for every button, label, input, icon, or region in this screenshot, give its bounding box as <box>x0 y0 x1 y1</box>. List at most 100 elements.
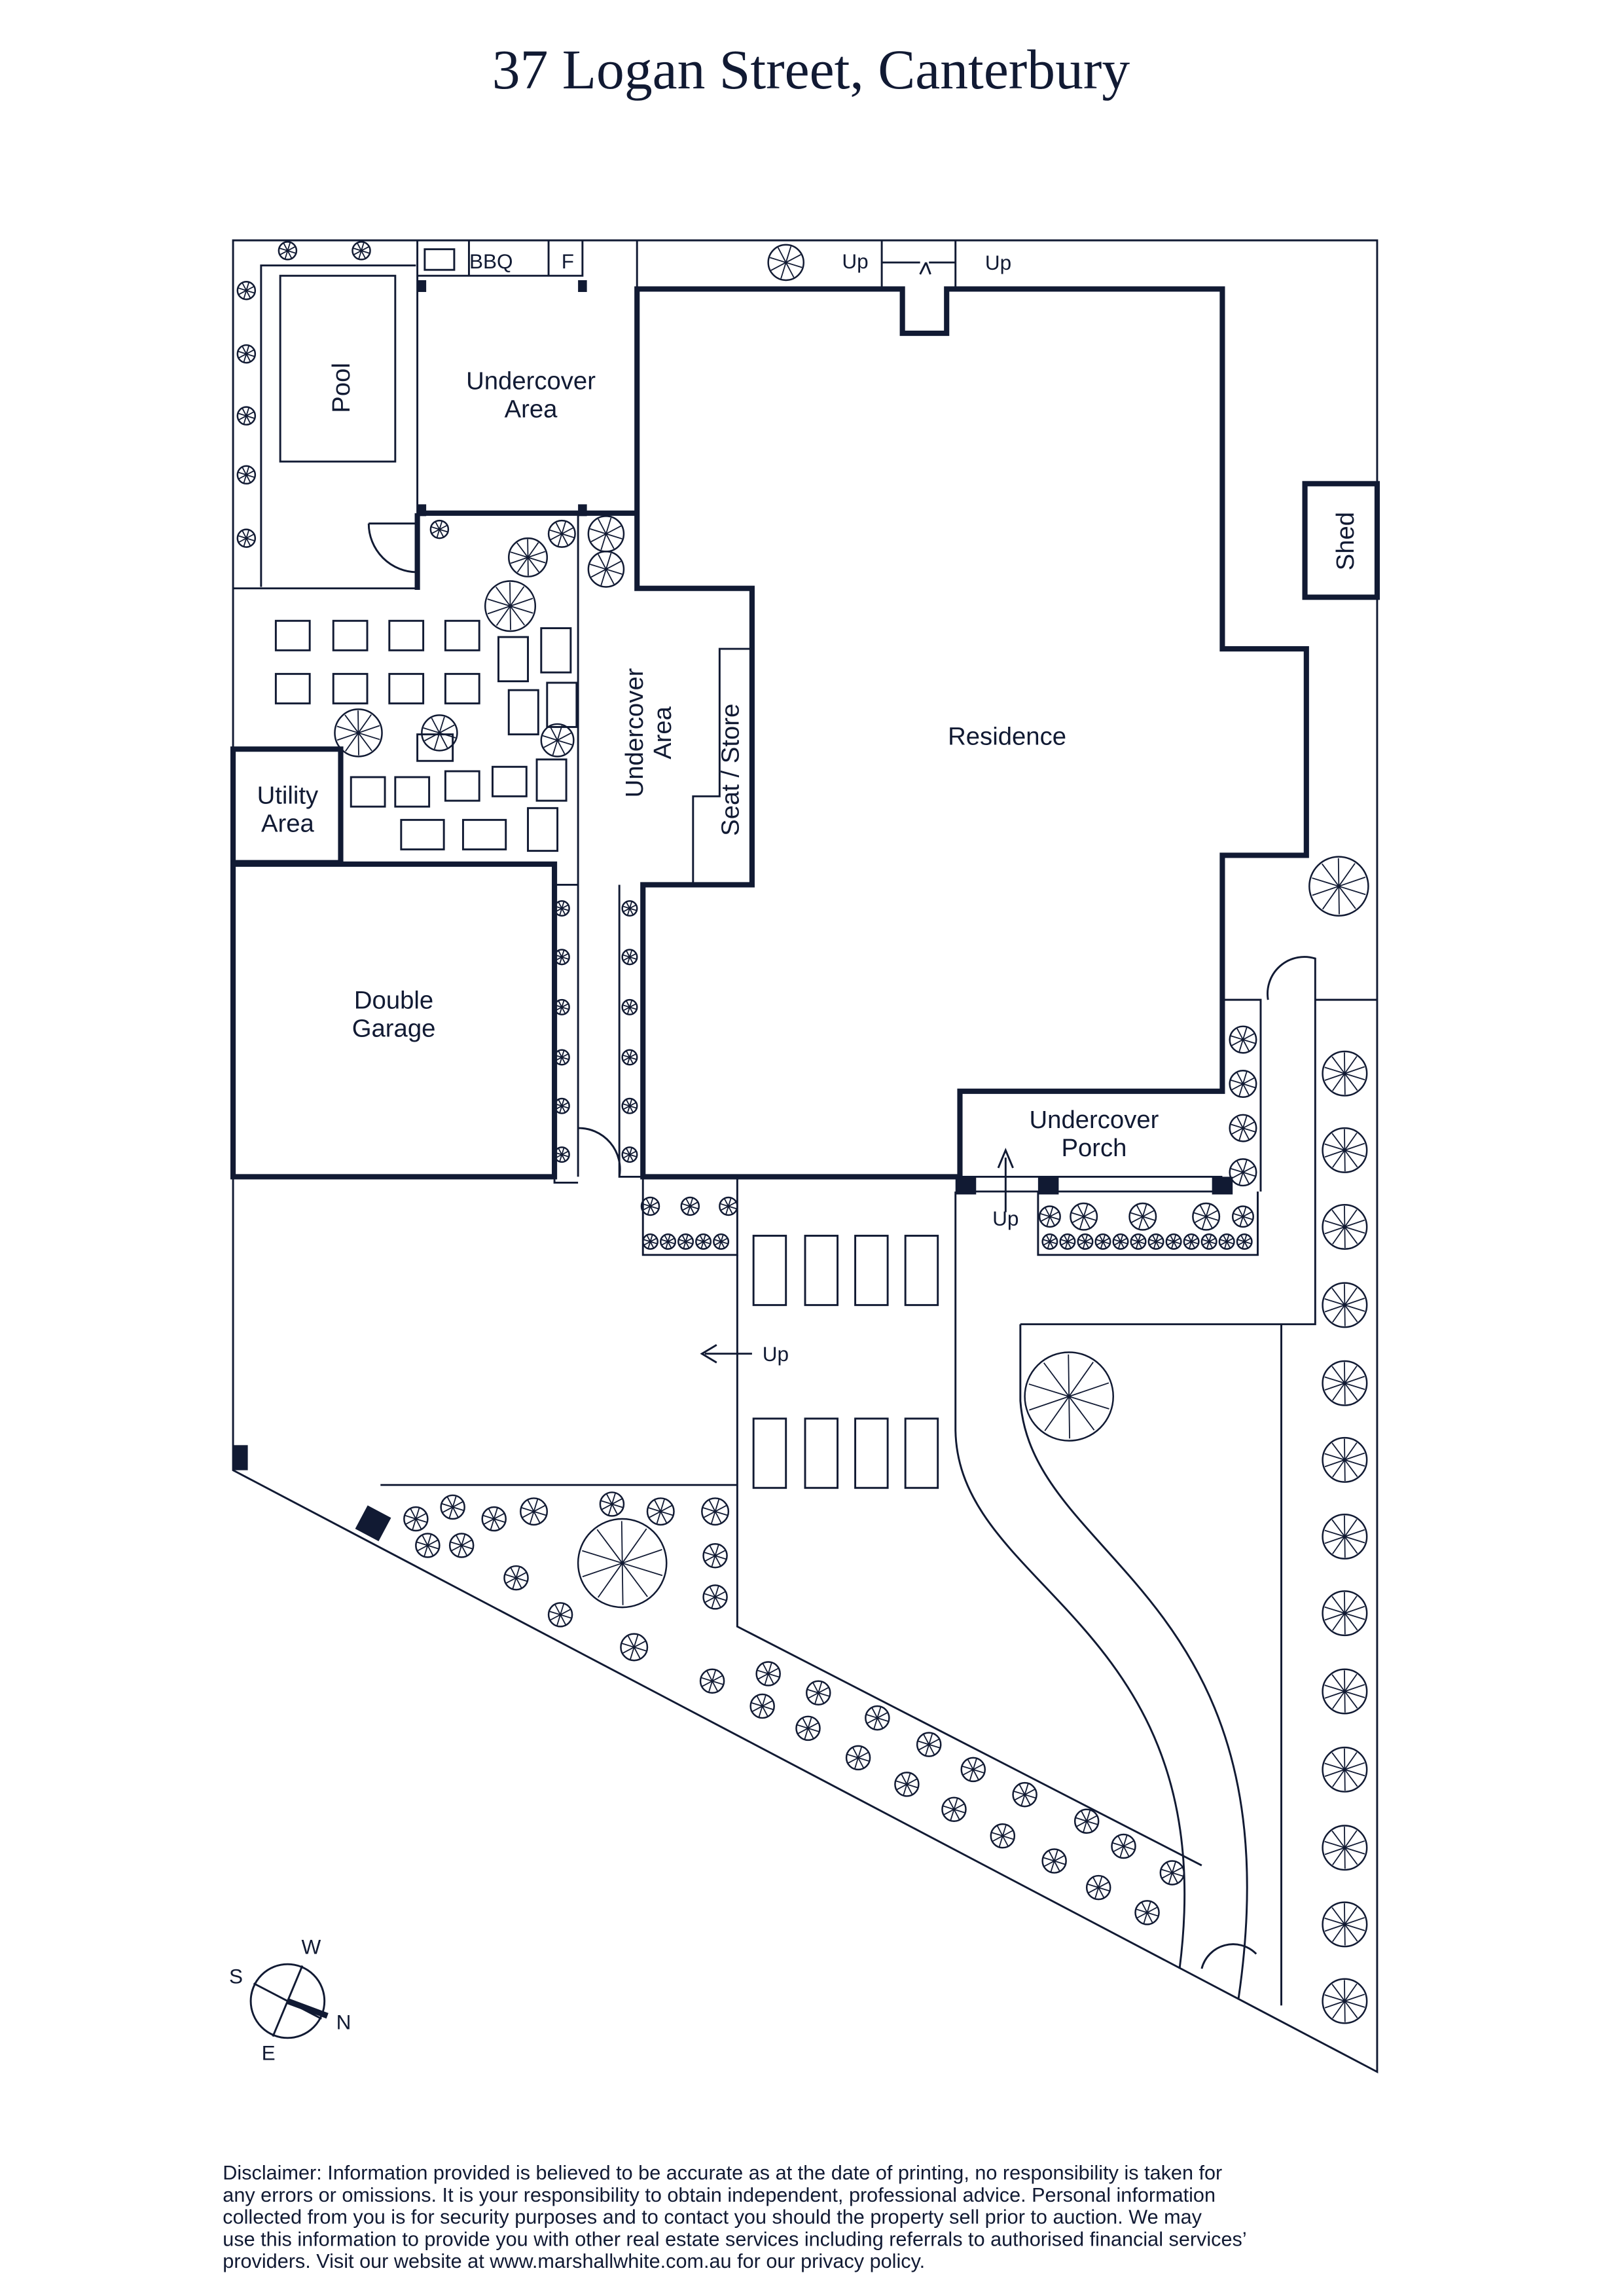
tree-branch <box>1076 1820 1087 1827</box>
tree-icon <box>481 1506 507 1532</box>
tree-branch <box>668 1241 676 1245</box>
tree-canopy <box>481 1506 507 1532</box>
tree-branch <box>1002 1835 1014 1840</box>
tree-branch <box>1344 1459 1365 1467</box>
tree-branch <box>1187 1235 1192 1242</box>
tree-branch <box>1231 1168 1244 1173</box>
tree-branch <box>1083 1204 1089 1217</box>
up-label: Up <box>992 1207 1018 1230</box>
tree-branch <box>1238 1241 1245 1246</box>
tree-branch <box>1068 1362 1094 1397</box>
tree-icon <box>702 1543 728 1569</box>
tree-icon <box>484 580 537 632</box>
tree-branch <box>1344 1072 1365 1081</box>
tree-icon <box>334 708 383 757</box>
tree-branch <box>245 411 255 416</box>
paving-stone <box>461 818 507 850</box>
tree-branch <box>1244 1235 1248 1242</box>
tree-branch <box>461 1544 473 1550</box>
utility-area-label: Area <box>261 809 315 837</box>
tree-icon <box>1134 1900 1160 1925</box>
tree-canopy <box>278 241 298 261</box>
tree-canopy <box>577 1518 668 1609</box>
tree-branch <box>1098 1887 1105 1898</box>
tree-branch <box>1344 1376 1365 1384</box>
tree-branch <box>1142 1204 1147 1217</box>
tree-branch <box>629 950 632 958</box>
tree-branch <box>1046 1216 1051 1226</box>
tree-branch <box>1324 1376 1345 1384</box>
tree-branch <box>867 1717 878 1724</box>
tree-branch <box>768 1673 780 1678</box>
tree-branch <box>1231 1039 1244 1046</box>
tree-canopy <box>448 1533 475 1558</box>
tree-branch <box>808 1727 820 1732</box>
tree-branch <box>461 1534 466 1546</box>
tree-canopy <box>599 1491 625 1517</box>
tree-icon <box>1229 1114 1257 1142</box>
tree-branch <box>509 606 526 626</box>
tree-icon <box>749 1693 775 1719</box>
tree-canopy <box>1322 1825 1368 1871</box>
tree-branch <box>516 1572 527 1578</box>
tree-branch <box>696 1239 704 1243</box>
tree-branch <box>725 1206 729 1215</box>
tree-branch <box>1098 1887 1109 1892</box>
tree-branch <box>876 1717 884 1728</box>
tree-branch <box>562 1105 569 1109</box>
tree-branch <box>562 533 575 538</box>
tree-branch <box>1049 1241 1054 1248</box>
tree-branch <box>1236 1116 1244 1129</box>
tree-branch <box>1068 1396 1109 1410</box>
paving-stone <box>507 689 539 736</box>
tree-branch <box>714 1555 721 1566</box>
tree-branch <box>505 1577 516 1584</box>
tree-icon <box>621 998 638 1015</box>
tree-branch <box>561 533 569 545</box>
tree-branch <box>685 1241 690 1248</box>
tree-icon <box>1192 1202 1221 1231</box>
tree-branch <box>510 556 528 564</box>
tree-branch <box>582 1550 622 1564</box>
tree-branch <box>427 1545 434 1556</box>
residence-label: Residence <box>948 722 1066 750</box>
tree-branch <box>623 1105 630 1110</box>
tree-branch <box>1224 1241 1228 1249</box>
tree-branch <box>433 733 441 750</box>
tree-branch <box>1123 1846 1135 1850</box>
tree-branch <box>1067 1241 1075 1245</box>
tree-branch <box>560 1614 571 1619</box>
tree-branch <box>877 1717 888 1722</box>
tree-branch <box>554 1604 561 1615</box>
tree-branch <box>1149 1241 1157 1246</box>
tree-icon <box>646 1497 675 1526</box>
tree-branch <box>1242 1211 1252 1218</box>
tree-branch <box>605 568 622 575</box>
tree-branch <box>1237 1239 1245 1243</box>
tree-branch <box>1112 1842 1124 1847</box>
tree-branch <box>814 1692 820 1704</box>
tree-branch <box>1166 1239 1174 1243</box>
tree-branch <box>1324 1220 1345 1228</box>
tree-icon <box>1059 1233 1076 1250</box>
tree-branch <box>528 556 546 564</box>
tree-branch <box>660 1511 668 1523</box>
tree-branch <box>1068 1354 1070 1397</box>
tree-branch <box>714 1499 720 1512</box>
seat-store-label: Seat / Store <box>717 704 745 836</box>
tree-branch <box>1199 1205 1207 1217</box>
tree-branch <box>785 262 802 268</box>
tree-branch <box>512 1577 517 1589</box>
tree-branch <box>238 289 247 295</box>
tree-branch <box>972 1769 979 1780</box>
tree-branch <box>336 725 359 734</box>
tree-branch <box>643 1241 651 1246</box>
paving-stone <box>444 672 480 704</box>
tree-branch <box>1049 1207 1054 1217</box>
tree-branch <box>622 905 630 909</box>
tree-branch <box>1185 1241 1192 1246</box>
tree-branch <box>1138 1235 1142 1242</box>
double-garage-label: Garage <box>352 1014 436 1042</box>
tree-branch <box>1162 1872 1173 1879</box>
tree-branch <box>1191 1235 1195 1242</box>
